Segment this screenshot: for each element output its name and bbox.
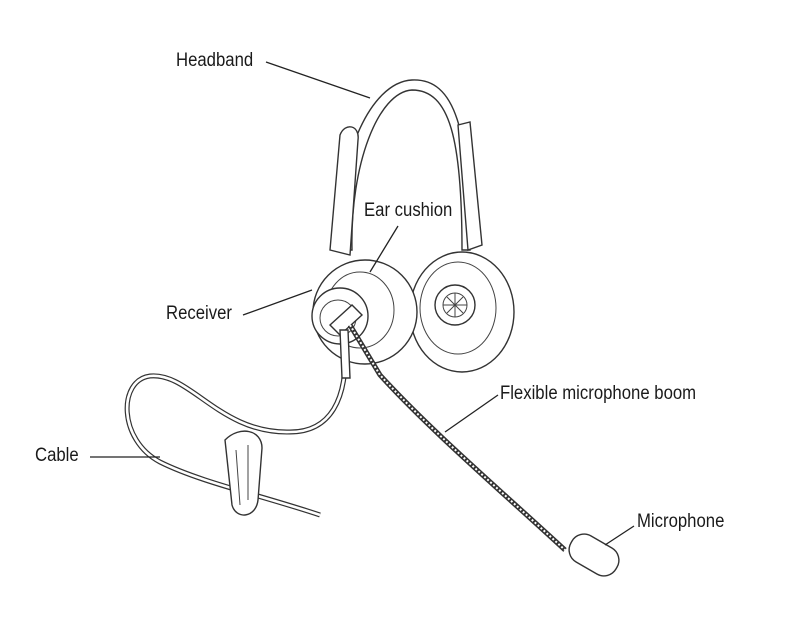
microphone-capsule — [568, 533, 620, 577]
headband-leader — [265, 61, 371, 99]
headband-drawing — [329, 79, 483, 256]
label-headband: Headband — [176, 50, 254, 71]
label-receiver: Receiver — [166, 303, 232, 324]
receiver-leader — [242, 289, 313, 316]
cable-clip — [224, 430, 263, 516]
ear-cushion-leader — [369, 225, 399, 273]
cable-drawing — [124, 344, 348, 518]
microphone-leader — [604, 525, 635, 546]
right-earpiece — [409, 251, 515, 373]
microphone-boom — [347, 323, 620, 577]
label-cable: Cable — [35, 445, 79, 466]
left-earpiece — [311, 259, 418, 379]
label-microphone: Microphone — [637, 511, 725, 532]
boom-leader — [444, 394, 499, 433]
label-ear-cushion: Ear cushion — [364, 200, 453, 221]
label-boom: Flexible microphone boom — [500, 383, 697, 404]
